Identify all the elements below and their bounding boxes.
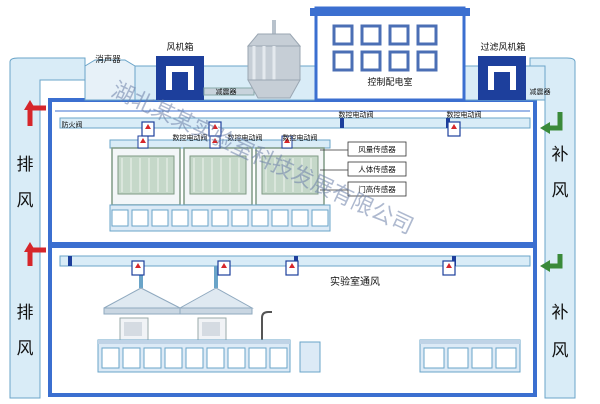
- control-room-window: [416, 50, 438, 72]
- fume-hood-sash: [189, 155, 247, 195]
- lab-benches: [97, 311, 521, 373]
- cabinet-door: [311, 209, 329, 227]
- nc-valve-1-label: 数控电动阀: [173, 133, 208, 142]
- bench-door: [447, 347, 469, 369]
- cabinet-door: [171, 209, 189, 227]
- supply-upper-arrow: [540, 112, 563, 134]
- hood-cabinets: [111, 209, 329, 227]
- outer-ducts: [9, 57, 576, 399]
- filter-fan-box-label: 过滤风机箱: [480, 41, 525, 53]
- cabinet-door: [291, 209, 309, 227]
- supply-upper-char1: 补: [552, 145, 569, 165]
- fan-box-label: 风机箱: [166, 41, 193, 53]
- cabinet-door: [271, 209, 289, 227]
- canopy-hoods: [103, 266, 254, 315]
- damper-right-label: 减震器: [530, 87, 551, 96]
- cabinet-door: [251, 209, 269, 227]
- control-room-window: [388, 50, 410, 72]
- fume-hoods: 数控电动阀 数控电动阀 数控电动阀: [109, 133, 331, 232]
- exhaust-lower-char2: 风: [17, 339, 34, 359]
- fume-hood-units: [111, 135, 325, 206]
- bench-door: [495, 347, 517, 369]
- control-room-window: [388, 24, 410, 46]
- control-room-label: 控制配电室: [367, 76, 412, 88]
- fume-hood-sash: [117, 155, 175, 195]
- air-sensor-label: 风量传感器: [358, 144, 396, 154]
- fume-hood-sash: [261, 155, 319, 195]
- control-room: 控制配电室: [310, 6, 470, 102]
- bench-door: [269, 347, 288, 369]
- bench-door: [101, 347, 120, 369]
- fan-box: 风机箱 减震器: [156, 41, 255, 100]
- supply-upper-char2: 风: [552, 181, 569, 201]
- valve-arrow: [212, 124, 218, 129]
- bench-door: [227, 347, 246, 369]
- filter-fan-box: 过滤风机箱 减震器: [478, 41, 551, 100]
- supply-lower-char2: 风: [552, 341, 569, 361]
- supply-lower-arrow: [540, 254, 563, 272]
- control-room-window: [416, 24, 438, 46]
- valve-arrow: [289, 263, 295, 268]
- bench-door: [122, 347, 141, 369]
- valve-arrow: [221, 263, 227, 268]
- bench-door: [423, 347, 445, 369]
- exhaust-upper-arrow: [24, 100, 46, 126]
- cabinet-door: [131, 209, 149, 227]
- nc-valve-top-label: 数控电动阀: [339, 110, 374, 119]
- hood-valve-arrow: [284, 138, 290, 143]
- valve-markers: [131, 121, 461, 276]
- bench-cabinets: [101, 347, 517, 369]
- bench-door: [206, 347, 225, 369]
- control-room-windows: [332, 24, 438, 72]
- human-sensor-label: 人体传感器: [358, 164, 396, 174]
- valve-arrow: [145, 124, 151, 129]
- cabinet-door: [191, 209, 209, 227]
- supply-lower-char1: 补: [552, 303, 569, 323]
- silencer-label: 消声器: [95, 54, 121, 65]
- cabinet-door: [151, 209, 169, 227]
- door-sensor-label: 门高传感器: [358, 184, 396, 194]
- upper-ceiling-duct: 数控电动阀 数控电动阀 防火阀: [59, 110, 531, 129]
- nc-valve-3-label: 数控电动阀: [283, 133, 318, 142]
- bench-door: [143, 347, 162, 369]
- exhaust-tower: [246, 20, 302, 99]
- hood-valve-arrow: [212, 138, 218, 143]
- nc-valve-2-label: 数控电动阀: [228, 133, 263, 142]
- bench-door: [185, 347, 204, 369]
- exhaust-upper-char1: 排: [17, 155, 34, 175]
- valve-arrow: [451, 124, 457, 129]
- control-room-window: [332, 24, 354, 46]
- valve-arrow: [135, 263, 141, 268]
- cabinet-door: [231, 209, 249, 227]
- bench-door: [471, 347, 493, 369]
- damper-label: 减震器: [216, 87, 237, 96]
- cabinet-door: [111, 209, 129, 227]
- exhaust-upper-char2: 风: [17, 191, 34, 211]
- exhaust-lower-char1: 排: [17, 303, 34, 323]
- nc-valve-right-label: 数控电动阀: [447, 110, 482, 119]
- valve-arrow: [446, 263, 452, 268]
- exhaust-lower-arrow: [24, 242, 46, 266]
- sensor-callouts: 风量传感器 人体传感器 门高传感器: [320, 141, 407, 197]
- cabinet-door: [211, 209, 229, 227]
- main-caption: 实验室通风: [330, 275, 380, 288]
- hood-valve-arrow: [140, 138, 146, 143]
- control-room-window: [360, 24, 382, 46]
- bench-door: [164, 347, 183, 369]
- fume-valve-label: 防火阀: [62, 120, 83, 129]
- control-room-window: [360, 50, 382, 72]
- silencer: 消声器: [84, 54, 136, 101]
- control-room-window: [332, 50, 354, 72]
- bench-door: [248, 347, 267, 369]
